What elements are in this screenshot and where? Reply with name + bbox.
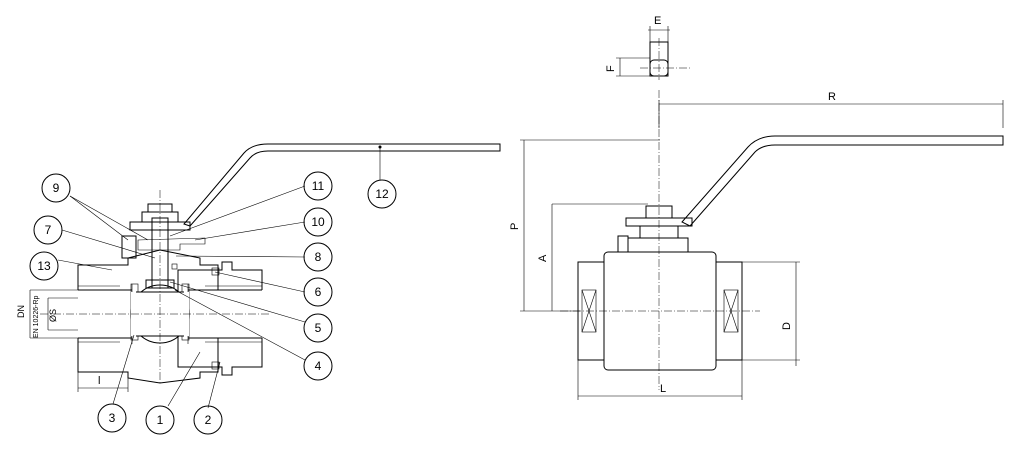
thread-length-label: l <box>98 375 100 387</box>
callout-2: 2 <box>193 405 223 435</box>
callout-1: 1 <box>145 405 175 435</box>
dim-a-label: A <box>537 254 549 262</box>
svg-text:13: 13 <box>37 259 51 273</box>
dn-label: DN <box>16 305 26 318</box>
callouts: 1 2 3 4 5 6 7 8 9 10 11 12 13 <box>29 171 397 435</box>
svg-text:5: 5 <box>315 321 322 335</box>
end-cap <box>177 261 263 376</box>
svg-text:7: 7 <box>45 223 52 237</box>
dim-l-label: L <box>660 383 666 395</box>
callout-11: 11 <box>303 171 333 201</box>
callout-4: 4 <box>303 351 333 381</box>
callout-8: 8 <box>303 242 333 272</box>
callout-3: 3 <box>97 403 127 433</box>
side-view: E F R P <box>509 15 1004 400</box>
svg-text:11: 11 <box>312 179 325 193</box>
stem-seal <box>171 263 178 270</box>
dim-f-label: F <box>605 65 617 72</box>
callout-9: 9 <box>41 173 71 203</box>
svg-text:12: 12 <box>375 187 389 201</box>
lever <box>183 143 501 227</box>
svg-text:2: 2 <box>205 413 212 427</box>
dim-e-label: E <box>654 15 661 27</box>
side-lever <box>681 135 1004 227</box>
stop-pin <box>121 235 137 259</box>
svg-text:10: 10 <box>311 215 325 229</box>
stem-detail: E F <box>605 15 690 80</box>
svg-text:4: 4 <box>315 359 322 373</box>
dn-standard-label: EN 10226-Rp <box>33 295 40 338</box>
dim-r-label: R <box>828 91 836 103</box>
callout-6: 6 <box>303 277 333 307</box>
svg-text:9: 9 <box>53 181 60 195</box>
svg-text:3: 3 <box>109 411 116 425</box>
callout-12: 12 <box>367 179 397 209</box>
callout-7: 7 <box>33 215 63 245</box>
valve-body <box>77 249 219 384</box>
bore-diameter-label: ØS <box>48 309 58 322</box>
dim-d-label: D <box>781 322 793 330</box>
svg-text:6: 6 <box>315 285 322 299</box>
svg-text:8: 8 <box>315 250 322 264</box>
packing-gland <box>137 237 206 251</box>
callout-10: 10 <box>303 207 333 237</box>
dim-p-label: P <box>509 223 521 230</box>
svg-text:1: 1 <box>157 413 164 427</box>
side-body <box>603 251 717 371</box>
sectional-view: DN EN 10226-Rp ØS l <box>16 143 501 392</box>
callout-13: 13 <box>29 251 59 281</box>
body-seal-top <box>211 267 220 276</box>
leader-lines <box>57 147 381 409</box>
callout-5: 5 <box>303 313 333 343</box>
